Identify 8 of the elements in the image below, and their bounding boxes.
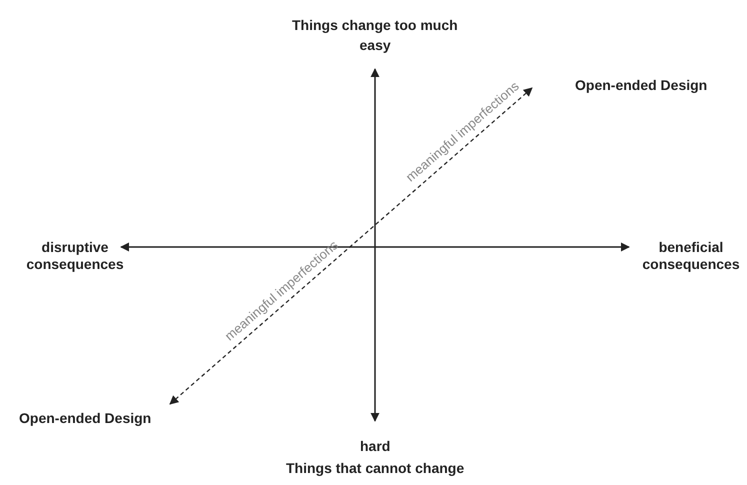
axis-end-label: beneficial consequences — [641, 239, 741, 273]
axis-end-label: easy — [360, 36, 391, 54]
axis-end-label: Things change too much — [292, 16, 458, 34]
axis-end-label: Open-ended Design — [19, 410, 152, 426]
axis-end-label: Open-ended Design — [575, 76, 708, 94]
axis-end-label: Things that cannot change — [286, 460, 464, 476]
axis-end-label: hard — [360, 438, 390, 454]
axis-end-label: disruptive consequences — [25, 239, 125, 273]
